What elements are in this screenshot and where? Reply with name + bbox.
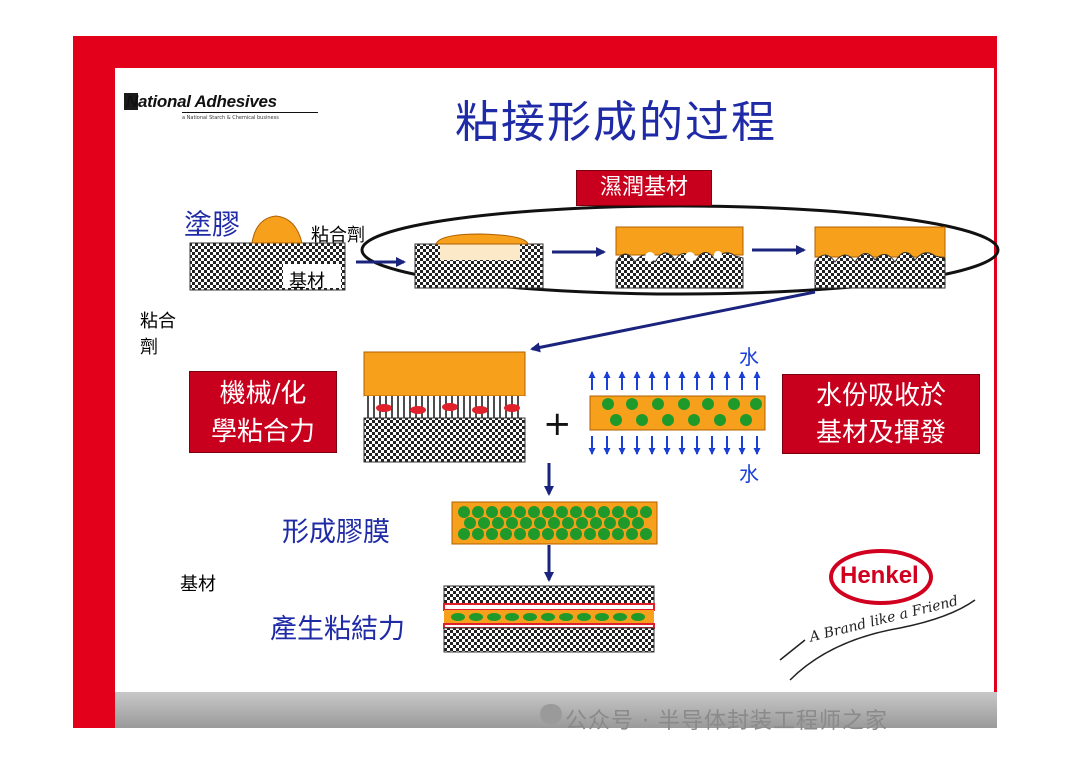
mechanical-chemical-box: 機械/化 學粘合力 xyxy=(189,371,337,453)
water-bottom-label: 水 xyxy=(739,462,759,486)
step4-substrate xyxy=(814,226,946,289)
adhesive-left-label: 粘合 劑 xyxy=(140,311,176,358)
step3-substrate xyxy=(615,226,744,289)
water-absorption-block xyxy=(588,371,766,455)
slide-left-bar xyxy=(73,36,115,728)
step2-substrate xyxy=(414,233,544,289)
form-film-label: 形成膠膜 xyxy=(282,517,390,548)
slide-title: 粘接形成的过程 xyxy=(455,97,777,148)
logo-rule xyxy=(182,112,318,113)
bond-strength-label: 產生粘結力 xyxy=(270,614,405,645)
logo-mark-icon xyxy=(124,93,138,110)
slide-top-bar xyxy=(73,36,997,68)
coating-label: 塗膠 xyxy=(184,208,241,241)
wetting-box: 濕潤基材 xyxy=(576,170,712,206)
substrate-bottom-label: 基材 xyxy=(180,574,216,595)
slide-right-edge xyxy=(994,68,997,692)
water-absorption-box: 水份吸收於 基材及揮發 xyxy=(782,374,980,454)
mechanical-bond-block xyxy=(363,351,526,463)
step1-substrate xyxy=(189,215,346,291)
arrow-to-bonding xyxy=(530,290,816,353)
wechat-icon xyxy=(540,704,562,724)
adhesive-drop xyxy=(251,215,303,244)
logo-text: National Adhesives xyxy=(126,92,277,111)
film-block xyxy=(451,501,658,545)
adhesive-top-label: 粘合劑 xyxy=(311,225,365,246)
water-top-label: 水 xyxy=(739,345,759,369)
watermark: 公众号 · 半导体封装工程师之家 xyxy=(565,709,888,734)
logo-subtitle: a National Starch & Chemical business xyxy=(182,115,279,121)
wetting-ellipse xyxy=(360,204,1000,296)
plus-sign: + xyxy=(543,404,572,444)
substrate-box-label: 基材 xyxy=(289,271,325,292)
henkel-name: Henkel xyxy=(840,562,919,589)
bonded-block xyxy=(443,585,655,653)
henkel-logo xyxy=(779,549,976,681)
